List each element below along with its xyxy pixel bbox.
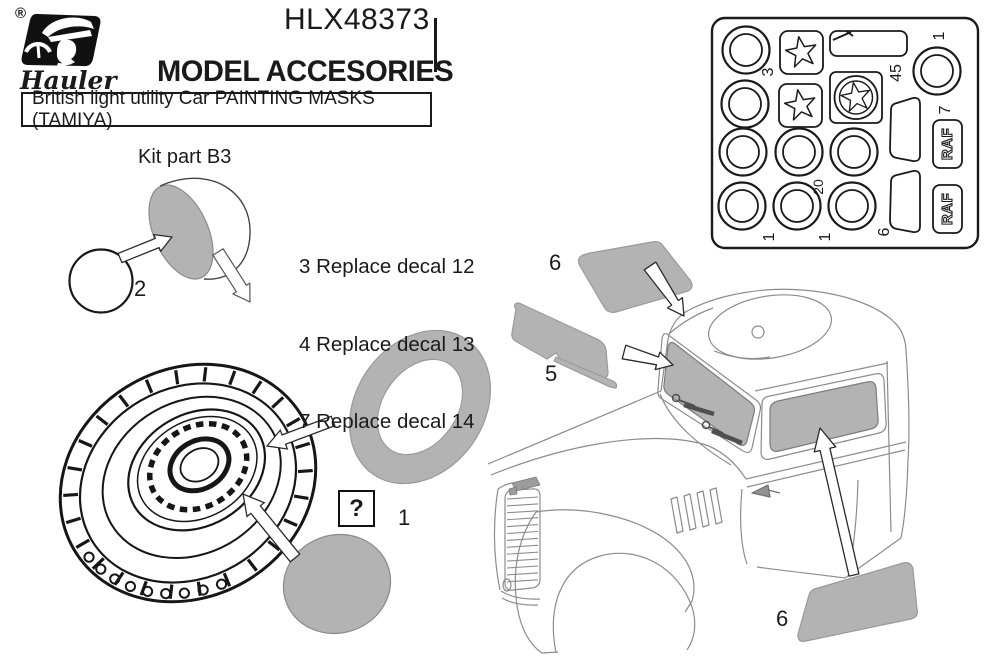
roof-front-edge bbox=[668, 307, 714, 335]
hood-top-edge bbox=[487, 390, 662, 465]
windshield-mask-arrow-icon bbox=[621, 344, 674, 371]
sheet-raf-text: RAF bbox=[938, 192, 956, 226]
cab-outline bbox=[660, 288, 910, 579]
hauler-logo bbox=[21, 13, 101, 68]
wheel-diagram bbox=[58, 329, 491, 635]
window-mask-shape bbox=[889, 96, 921, 163]
subtitle-box: British light utility Car PAINTING MASKS… bbox=[21, 88, 432, 131]
wipers bbox=[671, 393, 743, 446]
divider-line bbox=[434, 18, 437, 72]
unknown-marker: ? bbox=[349, 494, 364, 522]
sheet-raf-text: RAF bbox=[938, 127, 956, 161]
star-icon bbox=[784, 35, 817, 68]
windshield-mask-shape bbox=[511, 302, 609, 379]
wheel-arch bbox=[552, 552, 696, 654]
product-code: HLX48373 bbox=[284, 3, 430, 36]
wheel-rim-inner bbox=[136, 415, 258, 523]
replace-line: 3 Replace decal 12 bbox=[299, 255, 475, 279]
sheet-rings bbox=[717, 25, 962, 231]
headlight-face-mask bbox=[148, 184, 214, 280]
roof-arc bbox=[713, 350, 771, 360]
headlight-diagram bbox=[68, 177, 251, 314]
driver-face-icon bbox=[56, 39, 77, 65]
headlight-mask-circle bbox=[68, 248, 134, 314]
side-window-mask-shape bbox=[797, 562, 918, 642]
hub-mask-ellipse bbox=[282, 533, 392, 635]
hub-apply-arrow-icon bbox=[242, 492, 301, 563]
hood-louvers bbox=[670, 487, 723, 534]
replace-line: 4 Replace decal 13 bbox=[299, 332, 475, 356]
fender-front bbox=[514, 511, 559, 654]
windshield-mask-sliver bbox=[553, 356, 618, 389]
sheet-label-20: 20 bbox=[810, 179, 826, 195]
star-icon bbox=[783, 88, 816, 121]
sheet-label-7: 7 bbox=[937, 105, 954, 115]
label-headlight-mask: 2 bbox=[134, 276, 147, 301]
label-wheel-ring-mask: 1 bbox=[398, 505, 411, 530]
subtitle-text: British light utility Car PAINTING MASKS… bbox=[32, 87, 375, 131]
sheet-label-45: 45 bbox=[888, 64, 905, 82]
steering-wheel-icon bbox=[24, 42, 52, 53]
side-window-frame bbox=[760, 373, 887, 460]
door-handle bbox=[751, 484, 781, 498]
sheet-label-1b: 1 bbox=[817, 232, 834, 242]
driver-cap-brim-icon bbox=[48, 30, 92, 42]
hub-hole bbox=[179, 447, 220, 483]
front-edge bbox=[493, 488, 501, 591]
apply-arrow-icon bbox=[117, 233, 173, 264]
steering-spoke bbox=[36, 44, 41, 59]
window-mask-shape bbox=[889, 169, 921, 234]
cowl-line bbox=[659, 393, 732, 466]
raf-mask-box bbox=[932, 119, 963, 169]
side-window-mask-arrow-icon bbox=[813, 427, 860, 577]
rain-gutter bbox=[754, 362, 889, 392]
label-side-window-mask: 6 bbox=[776, 606, 789, 631]
part-direction-arrow-icon bbox=[212, 248, 251, 303]
windshield-masked bbox=[663, 341, 756, 447]
strip-mask bbox=[829, 30, 908, 57]
mask-sheet-plan bbox=[710, 16, 980, 250]
replace-line: 7 Replace decal 14 bbox=[299, 409, 475, 433]
star-mask-squares bbox=[778, 30, 824, 128]
registered-mark: ® bbox=[15, 5, 27, 22]
label-roof-front-mask: 6 bbox=[549, 250, 562, 275]
hub-scallop-ring bbox=[146, 420, 250, 513]
roundel-star-icon bbox=[840, 81, 871, 112]
sidelight-patch-small bbox=[508, 486, 518, 496]
bumper-lines bbox=[500, 590, 541, 606]
raf-mask-box bbox=[932, 184, 963, 234]
sheet-label-1a: 1 bbox=[761, 232, 778, 242]
tire-treads bbox=[63, 367, 313, 600]
sheet-label-1-corner: 1 bbox=[931, 31, 948, 41]
roof-panel-oval bbox=[707, 294, 833, 360]
brand-script: Hauler bbox=[20, 66, 117, 95]
side-window-masked bbox=[769, 381, 879, 452]
car-diagram bbox=[487, 240, 918, 654]
roof-mask-arrow-icon bbox=[643, 261, 685, 317]
driver-cap-icon bbox=[42, 17, 94, 37]
replace-decal-list: 3 Replace decal 12 4 Replace decal 13 7 … bbox=[299, 203, 475, 486]
grille-slats bbox=[506, 496, 539, 583]
sheet-label-6: 6 bbox=[876, 227, 893, 237]
label-windshield-mask: 5 bbox=[545, 361, 558, 386]
body-side-edge bbox=[490, 438, 747, 480]
sheet-label-3: 3 bbox=[760, 67, 777, 77]
roundel-mask-square bbox=[829, 71, 883, 124]
wheel-rim bbox=[127, 408, 267, 532]
front-lamp-dot bbox=[502, 578, 512, 592]
fender-top bbox=[535, 509, 695, 613]
ring-apply-arrow-icon bbox=[265, 415, 336, 450]
kit-part-label: Kit part B3 bbox=[138, 146, 232, 168]
roof-vent-dot bbox=[751, 325, 765, 339]
unknown-marker-box: ? bbox=[338, 490, 375, 527]
windshield-frame bbox=[657, 332, 762, 454]
tire-sidewall bbox=[101, 395, 282, 559]
driver-collar-icon bbox=[56, 63, 72, 68]
tire-ring-mask bbox=[349, 329, 491, 485]
page-title: MODEL ACCESORIES bbox=[157, 55, 454, 88]
door-front-edge bbox=[740, 488, 748, 565]
